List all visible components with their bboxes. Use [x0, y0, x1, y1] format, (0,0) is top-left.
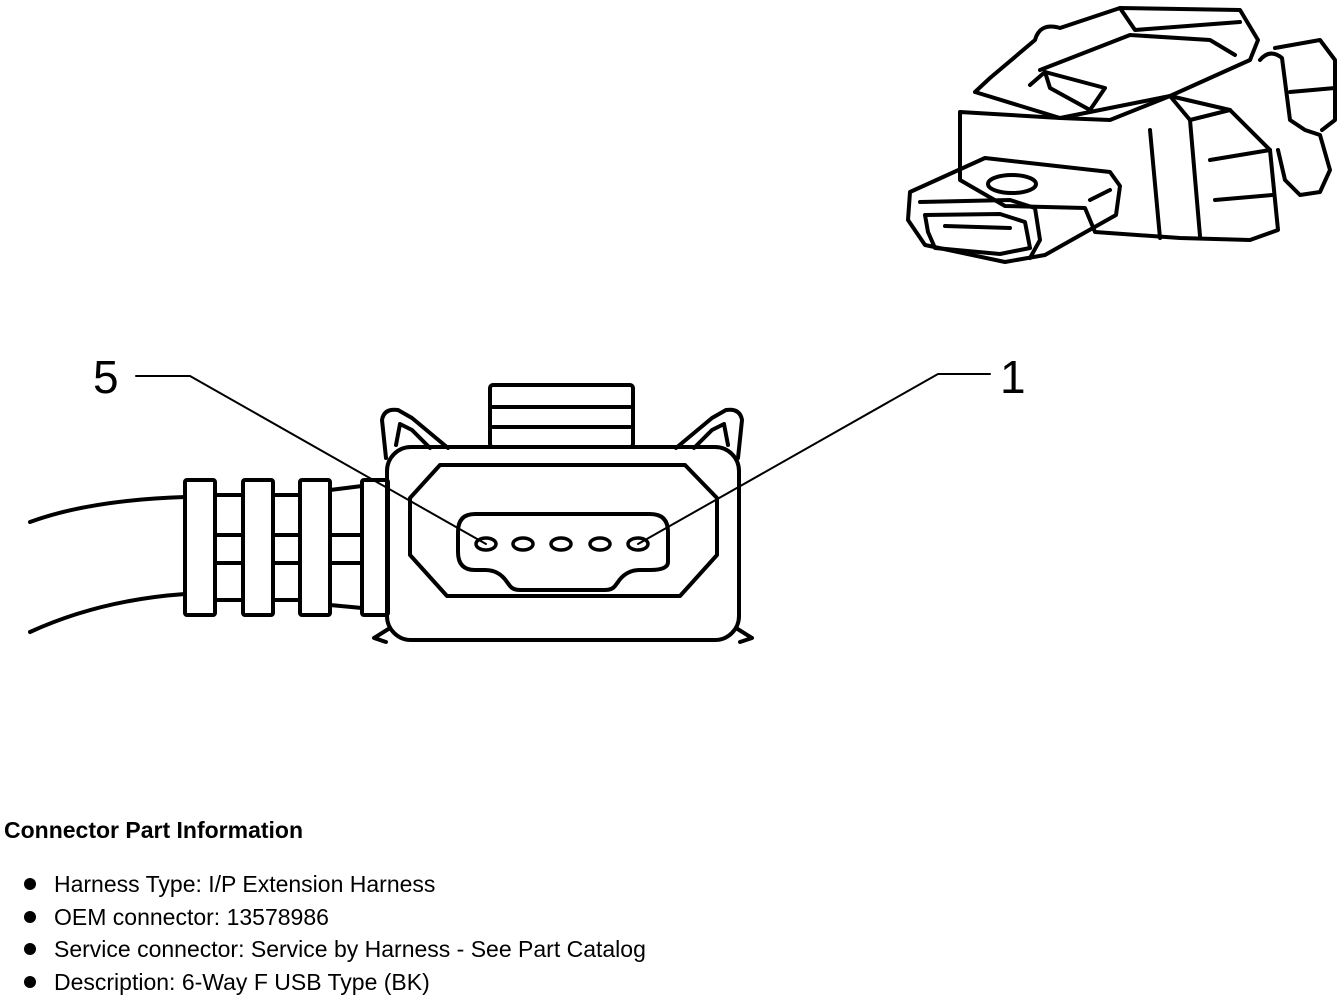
pin-4: [511, 536, 535, 552]
leader-line-pin-1: [637, 373, 991, 545]
pin-1: [626, 536, 650, 552]
connector-part-info: Connector Part Information Harness Type:…: [4, 814, 1304, 998]
bullet-icon: [24, 878, 36, 890]
bullet-icon: [24, 975, 36, 988]
list-item-text: Service connector: Service by Harness - …: [54, 936, 646, 962]
info-list: Harness Type: I/P Extension Harness OEM …: [4, 868, 1304, 998]
pin-5: [474, 536, 498, 552]
list-item: Harness Type: I/P Extension Harness: [4, 868, 1304, 901]
list-item-text: OEM connector: 13578986: [54, 903, 329, 930]
pin-3: [549, 536, 573, 552]
list-item: OEM connector: 13578986: [4, 901, 1304, 934]
list-item: Description: 6-Way F USB Type (BK): [4, 966, 1304, 999]
connector-front-view: [372, 383, 754, 644]
connector-isometric-view: [906, 6, 1337, 264]
list-item: Service connector: Service by Harness - …: [4, 933, 1304, 966]
list-item-text: Description: 6-Way F USB Type (BK): [54, 968, 430, 995]
wire-harness: [28, 478, 390, 634]
pin-2: [588, 536, 612, 552]
connector-diagram: 5 1: [28, 6, 1337, 644]
pin-label-left: 5: [93, 351, 119, 403]
bullet-icon: [24, 943, 36, 955]
pins: [474, 536, 650, 552]
leader-line-pin-5: [135, 375, 487, 545]
pin-label-right: 1: [1000, 351, 1026, 403]
list-item-text: Harness Type: I/P Extension Harness: [54, 871, 436, 897]
info-title: Connector Part Information: [4, 817, 304, 843]
bullet-icon: [24, 910, 36, 923]
